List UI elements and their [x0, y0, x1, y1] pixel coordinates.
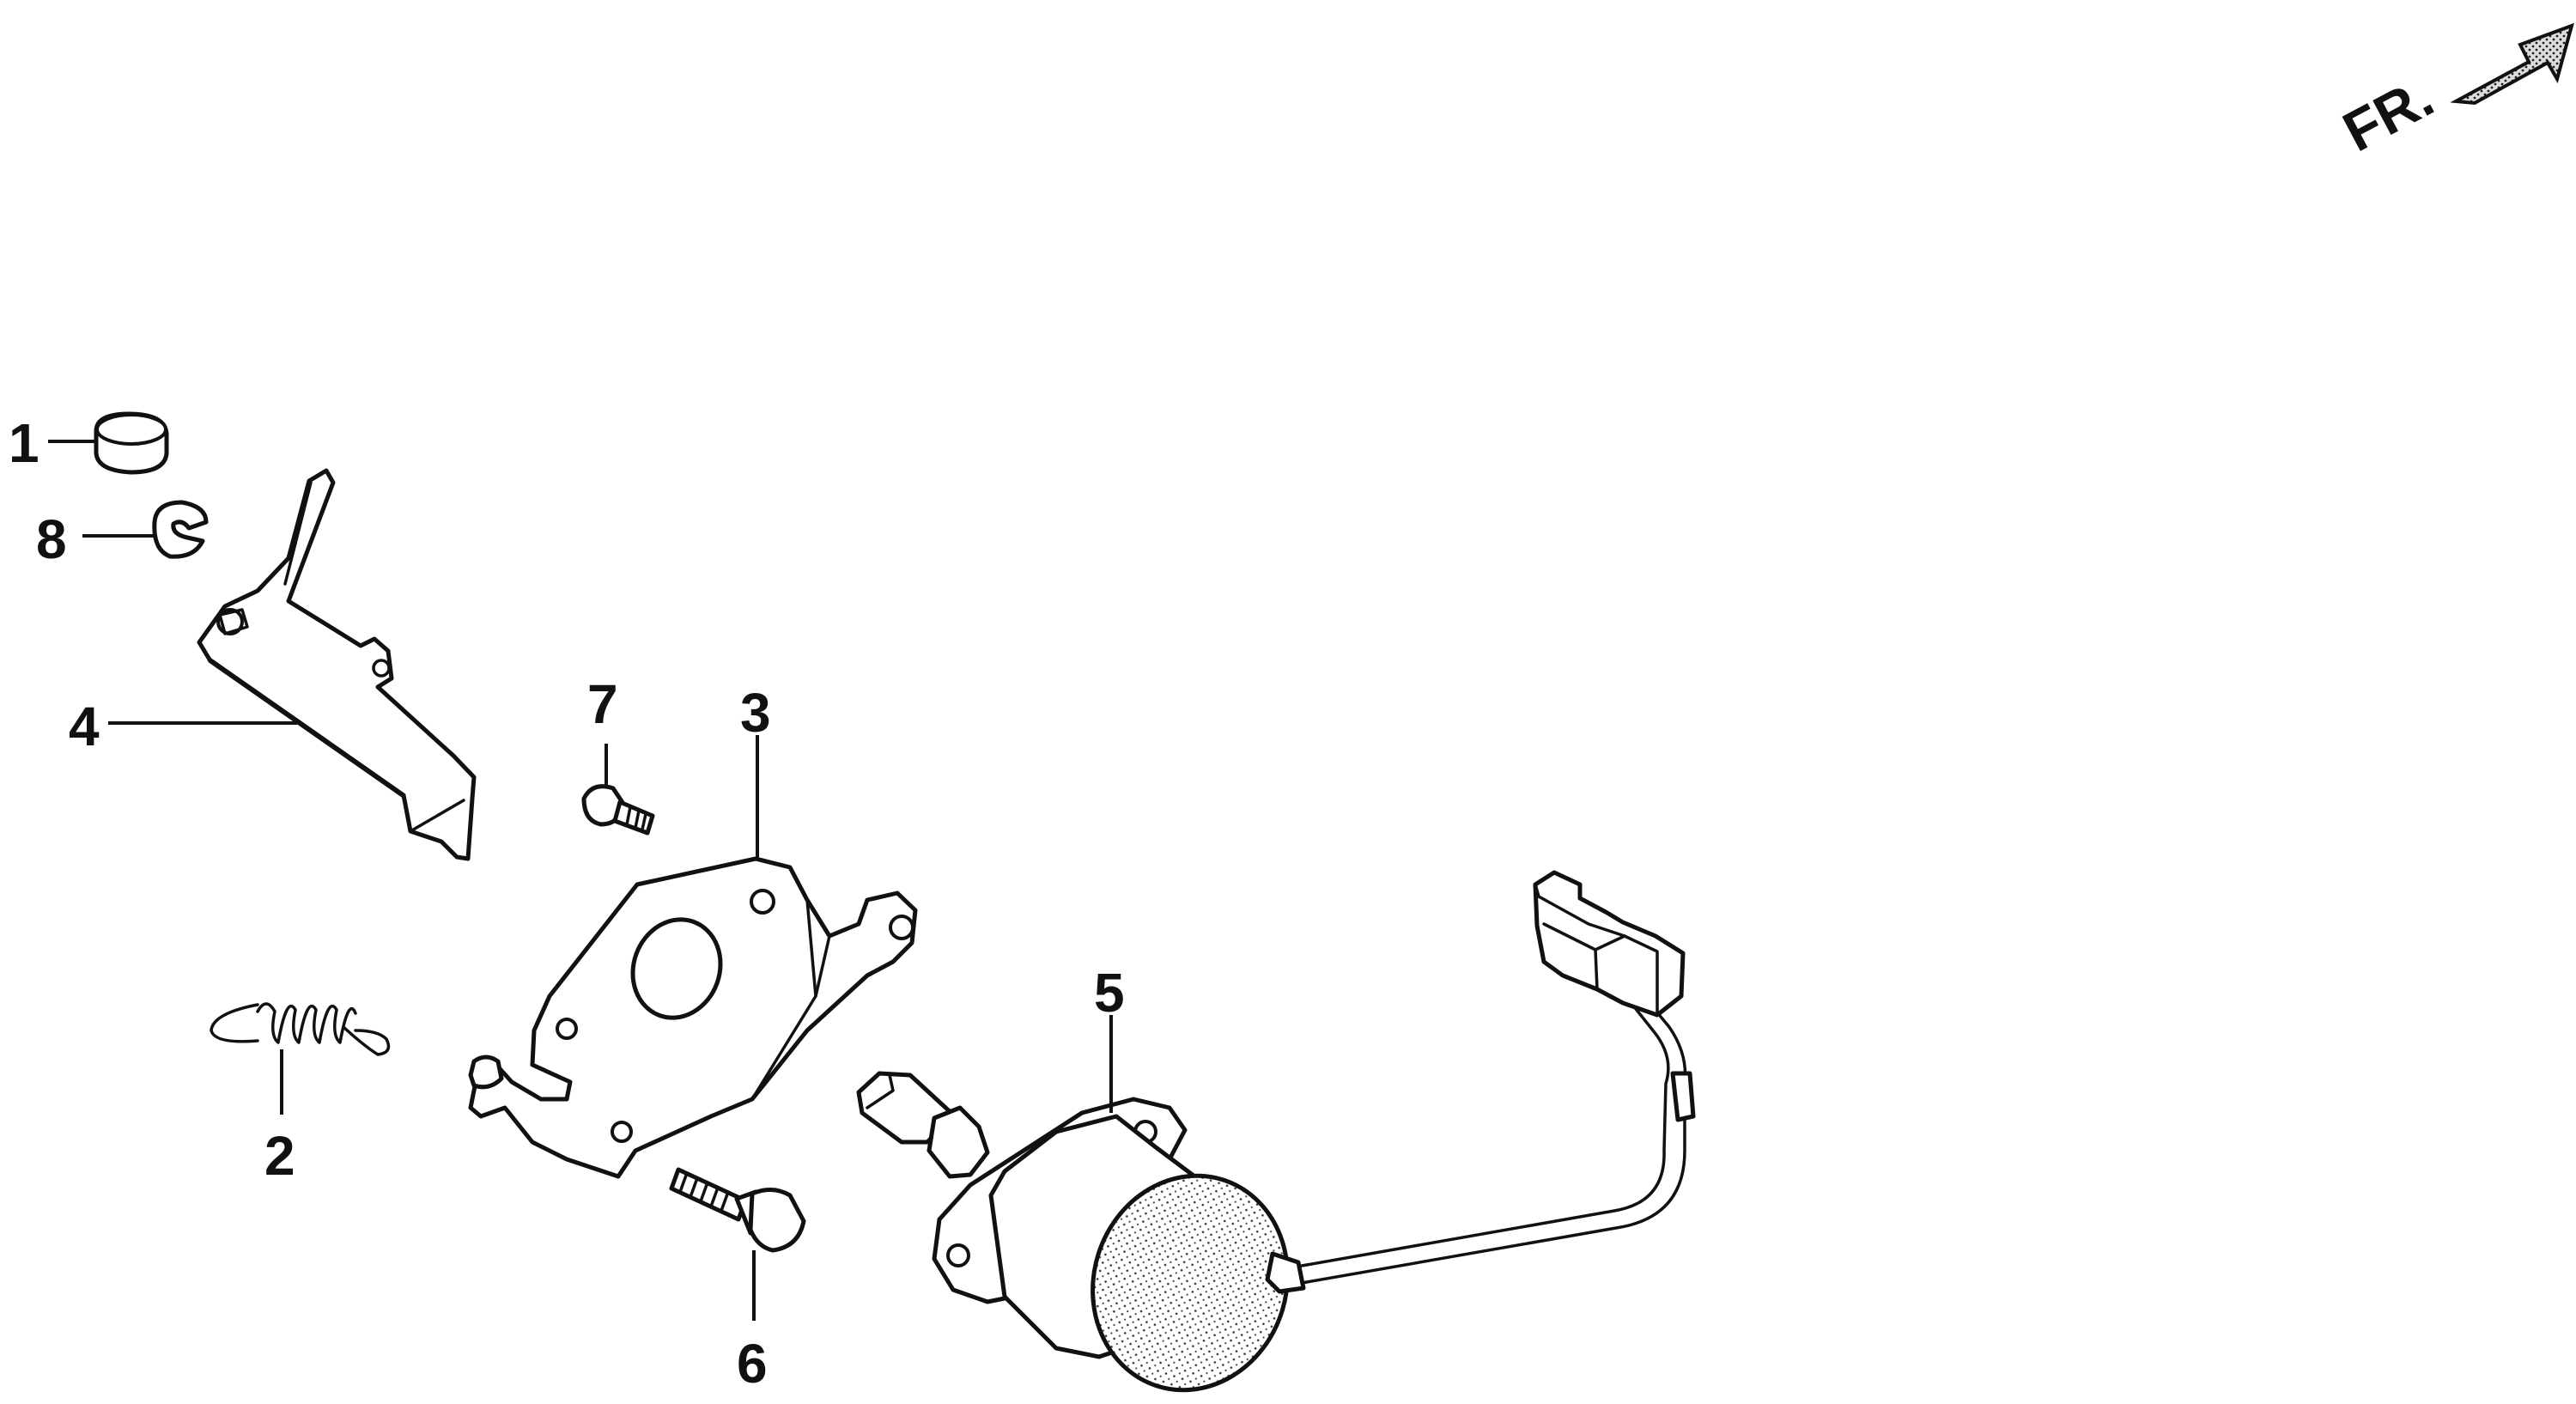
part-2-spring	[210, 1002, 391, 1056]
callout-6: 6	[737, 1333, 768, 1395]
callout-labels: 1 8 4 7 3 2 5 6	[9, 412, 1125, 1395]
leader-lines	[48, 440, 1113, 1321]
callout-5: 5	[1094, 962, 1125, 1024]
callout-2: 2	[264, 1125, 295, 1187]
part-5-solenoid	[856, 870, 1696, 1393]
callout-4: 4	[69, 696, 100, 757]
fr-label: FR.	[2333, 64, 2444, 163]
callout-1: 1	[9, 412, 39, 474]
part-1-cap	[94, 411, 169, 475]
callout-8: 8	[36, 508, 67, 570]
part-3-plate	[468, 856, 918, 1179]
front-direction-indicator: FR.	[2333, 22, 2574, 163]
part-8-clip	[152, 500, 209, 559]
callout-7: 7	[587, 673, 618, 735]
part-6-bolt	[669, 1167, 806, 1253]
callout-3: 3	[740, 682, 771, 744]
part-7-bolt	[581, 784, 655, 836]
front-arrow-icon	[2450, 22, 2574, 106]
part-4-bracket	[197, 468, 477, 861]
